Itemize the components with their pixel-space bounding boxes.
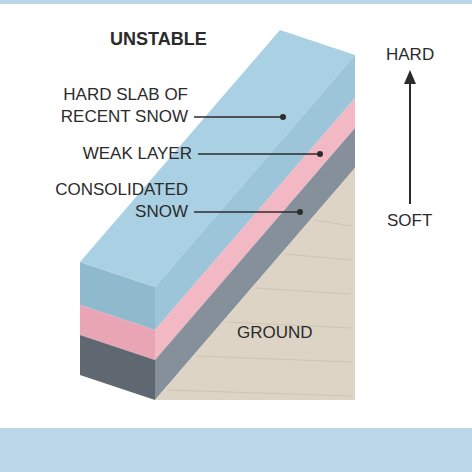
layer-label: WEAK LAYER [32, 143, 192, 165]
scale-arrow [409, 82, 411, 204]
scale-label: SOFT [387, 210, 432, 232]
top-bar [0, 0, 472, 4]
leader-line [194, 211, 300, 212]
leader-dot [297, 209, 303, 215]
leader-dot [317, 151, 323, 157]
leader-line [198, 153, 320, 154]
arrow-head [404, 70, 416, 84]
leader-dot [280, 114, 286, 120]
bottom-bar [0, 428, 472, 472]
diagram-title: UNSTABLE [110, 28, 207, 50]
layer-label: HARD SLAB OF RECENT SNOW [38, 84, 188, 128]
consolidated-front [80, 335, 155, 400]
consolidated-side [155, 128, 355, 400]
ground-label: GROUND [237, 322, 313, 344]
layer-label: CONSOLIDATED SNOW [38, 179, 188, 223]
scale-label: HARD [386, 44, 434, 66]
leader-line [194, 116, 283, 117]
